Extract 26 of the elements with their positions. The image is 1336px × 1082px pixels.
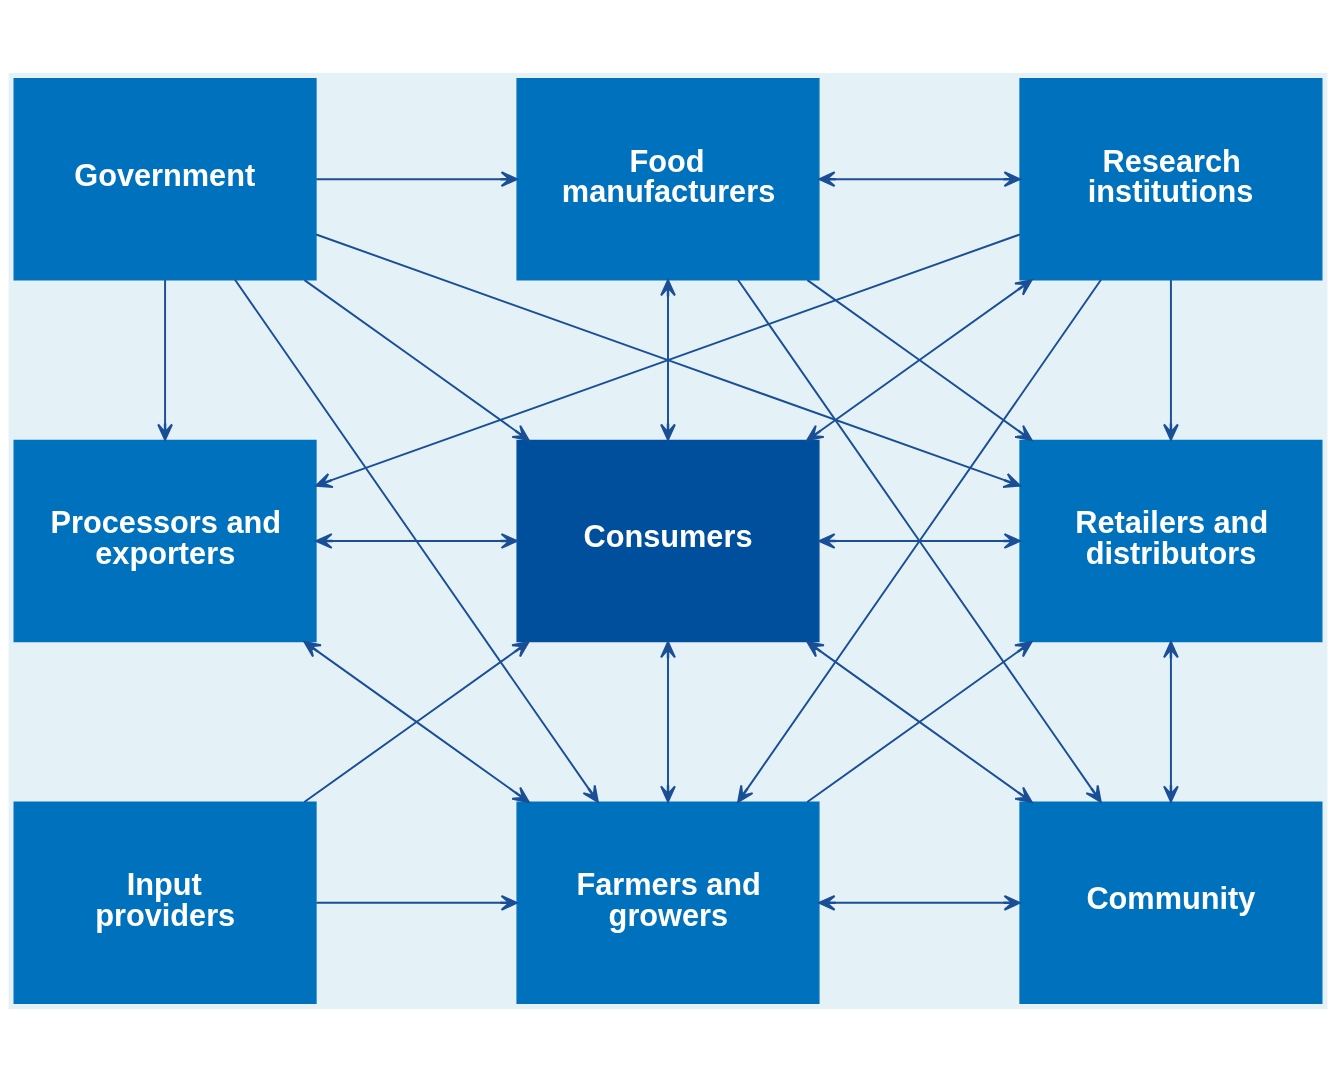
node-box: Processors and exporters (13, 439, 317, 643)
arrow (315, 533, 518, 549)
arrow (315, 233, 1021, 489)
arrow (806, 279, 1033, 442)
arrow (157, 279, 173, 441)
arrow (818, 533, 1021, 549)
node-box: Retailers and distributors (1019, 439, 1323, 643)
arrow (806, 640, 1033, 803)
arrow (315, 894, 518, 911)
arrow (1163, 640, 1179, 803)
node-box: Input providers (13, 801, 317, 1005)
arrow (660, 640, 676, 803)
arrow (660, 279, 676, 441)
node-box: Food manufacturers (516, 77, 820, 281)
node-box: Research institutions (1019, 77, 1323, 281)
node-box: Government (13, 77, 317, 281)
node-box: Consumers (516, 439, 820, 643)
arrow (818, 171, 1021, 188)
arrow (818, 894, 1021, 911)
node-box: Community (1019, 801, 1323, 1005)
arrow (1163, 279, 1179, 441)
node-box: Farmers and growers (516, 801, 820, 1005)
arrow (303, 279, 530, 442)
arrow (234, 278, 599, 803)
arrow (315, 171, 518, 188)
arrow (303, 640, 530, 803)
